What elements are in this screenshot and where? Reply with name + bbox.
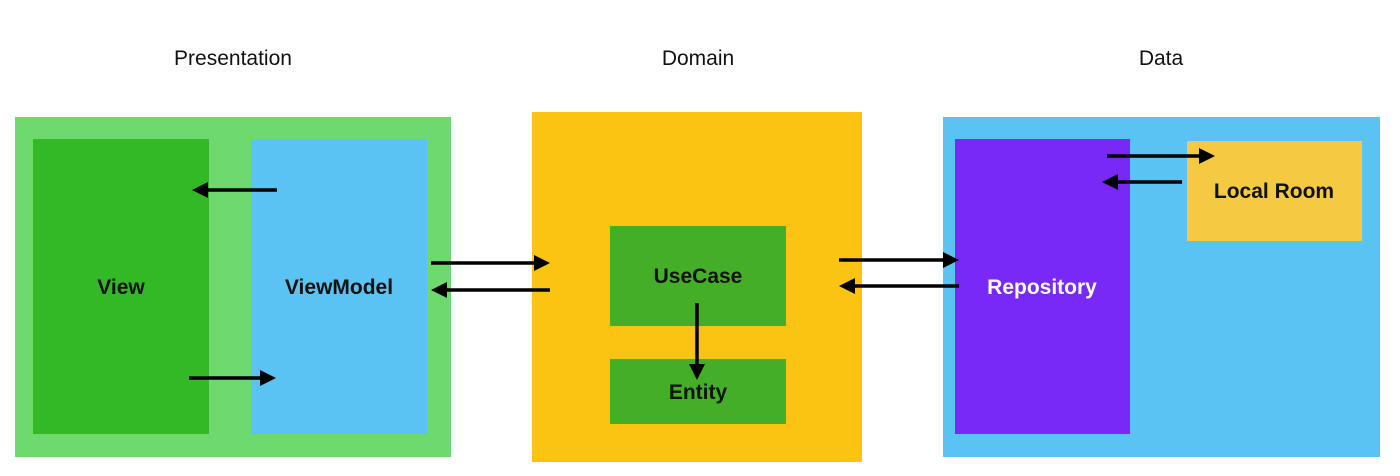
entity-label: Entity — [668, 381, 728, 404]
domain-heading: Domain — [661, 47, 735, 70]
view-box — [33, 139, 209, 434]
local-room-label: Local Room — [1213, 180, 1335, 203]
viewmodel-box — [251, 139, 427, 434]
presentation-heading: Presentation — [174, 47, 292, 70]
local-room-box — [1187, 141, 1362, 241]
repository-box — [955, 139, 1130, 434]
viewmodel-label: ViewModel — [284, 276, 394, 299]
usecase-label: UseCase — [653, 265, 743, 288]
view-label: View — [97, 276, 145, 299]
data-heading: Data — [1138, 47, 1184, 70]
repository-label: Repository — [987, 276, 1097, 299]
